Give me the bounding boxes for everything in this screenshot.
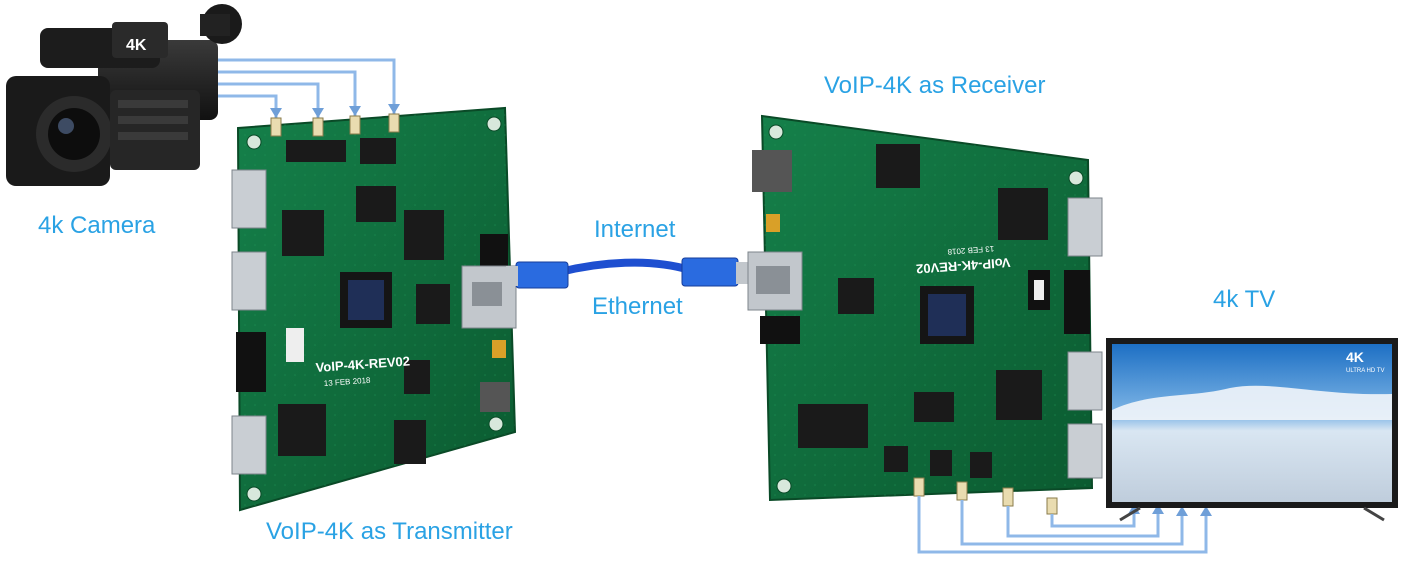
receiver-label: VoIP-4K as Receiver [824, 72, 1045, 100]
ethernet-cable [506, 258, 750, 288]
svg-text:4K: 4K [1346, 349, 1364, 365]
tv-icon: 4K ULTRA HD TV [1106, 338, 1398, 520]
tv-label: 4k TV [1213, 286, 1275, 314]
wire-1 [210, 96, 276, 118]
svg-text:4K: 4K [126, 37, 147, 54]
receiver-board: VoIP-4K-REV02 13 FEB 2018 [748, 116, 1102, 514]
internet-label: Internet [594, 216, 675, 244]
svg-text:ULTRA HD TV: ULTRA HD TV [1346, 368, 1384, 374]
transmitter-board: VoIP-4K-REV02 13 FEB 2018 [232, 108, 516, 510]
wire-4 [210, 60, 394, 114]
transmitter-label: VoIP-4K as Transmitter [266, 518, 513, 546]
camera-to-transmitter-wires [210, 60, 394, 118]
camera-label: 4k Camera [38, 212, 155, 240]
wire-arrowheads-tx [270, 104, 400, 118]
ethernet-label: Ethernet [592, 293, 683, 321]
camera-icon: 4K [6, 4, 242, 186]
wire-3 [210, 72, 355, 116]
wire-2 [210, 84, 318, 118]
